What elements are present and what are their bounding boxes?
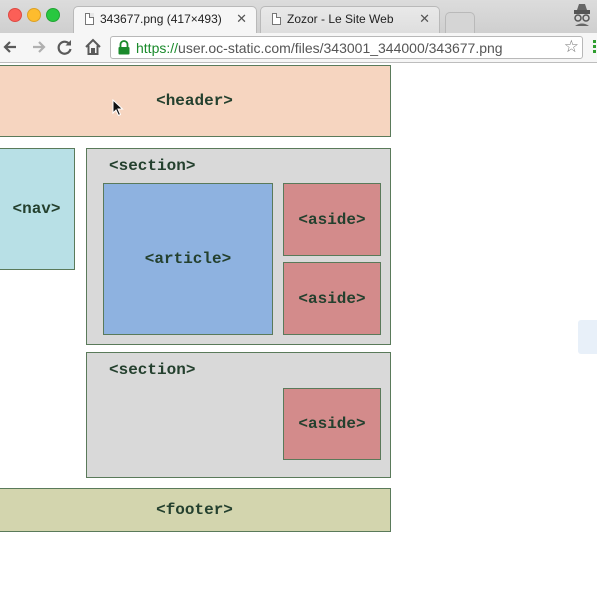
star-icon[interactable]: ☆ <box>563 37 579 56</box>
aside-block-3: <aside> <box>283 388 381 460</box>
document-icon <box>85 13 94 25</box>
forward-icon[interactable] <box>29 37 49 57</box>
aside-block-1: <aside> <box>283 183 381 256</box>
header-label: <header> <box>156 92 233 110</box>
mouse-cursor-icon <box>112 99 124 117</box>
extensions-menu-icon[interactable] <box>593 40 597 54</box>
address-bar[interactable]: https://user.oc-static.com/files/343001_… <box>110 36 583 59</box>
aside-label: <aside> <box>298 415 366 433</box>
url-path: user.oc-static.com/files/343001_344000/3… <box>178 40 503 56</box>
zoom-window-button[interactable] <box>46 8 60 22</box>
new-tab-button[interactable] <box>445 12 475 33</box>
image-viewport: <header> <nav> <section> <article> <asid… <box>0 63 597 608</box>
url-text: https://user.oc-static.com/files/343001_… <box>136 40 503 56</box>
tab-title: 343677.png (417×493) <box>100 12 222 26</box>
tab-zozor[interactable]: Zozor - Le Site Web ✕ <box>260 6 440 33</box>
nav-block: <nav> <box>0 148 75 270</box>
header-block: <header> <box>0 65 391 137</box>
back-icon[interactable] <box>0 37 20 57</box>
aside-label: <aside> <box>298 210 366 229</box>
footer-block: <footer> <box>0 488 391 532</box>
nav-label: <nav> <box>12 200 61 218</box>
section-label: <section> <box>109 361 196 379</box>
lock-icon <box>118 40 130 55</box>
close-tab-icon[interactable]: ✕ <box>236 11 247 26</box>
article-block: <article> <box>103 183 273 335</box>
url-scheme: https:// <box>136 40 179 56</box>
tab-image[interactable]: 343677.png (417×493) ✕ <box>73 6 257 33</box>
home-icon[interactable] <box>83 37 103 57</box>
tab-strip: 343677.png (417×493) ✕ Zozor - Le Site W… <box>0 0 597 33</box>
aside-label: <aside> <box>298 289 366 308</box>
section-label: <section> <box>109 157 196 175</box>
article-label: <article> <box>144 250 232 268</box>
tab-title: Zozor - Le Site Web <box>287 12 394 26</box>
browser-toolbar: https://user.oc-static.com/files/343001_… <box>0 33 597 63</box>
incognito-icon[interactable] <box>571 2 593 28</box>
close-tab-icon[interactable]: ✕ <box>419 11 430 26</box>
close-window-button[interactable] <box>8 8 22 22</box>
reload-icon[interactable] <box>55 37 75 57</box>
footer-label: <footer> <box>156 501 233 519</box>
aside-block-2: <aside> <box>283 262 381 335</box>
minimize-window-button[interactable] <box>27 8 41 22</box>
side-panel-tab[interactable] <box>578 320 597 354</box>
document-icon <box>272 13 281 25</box>
